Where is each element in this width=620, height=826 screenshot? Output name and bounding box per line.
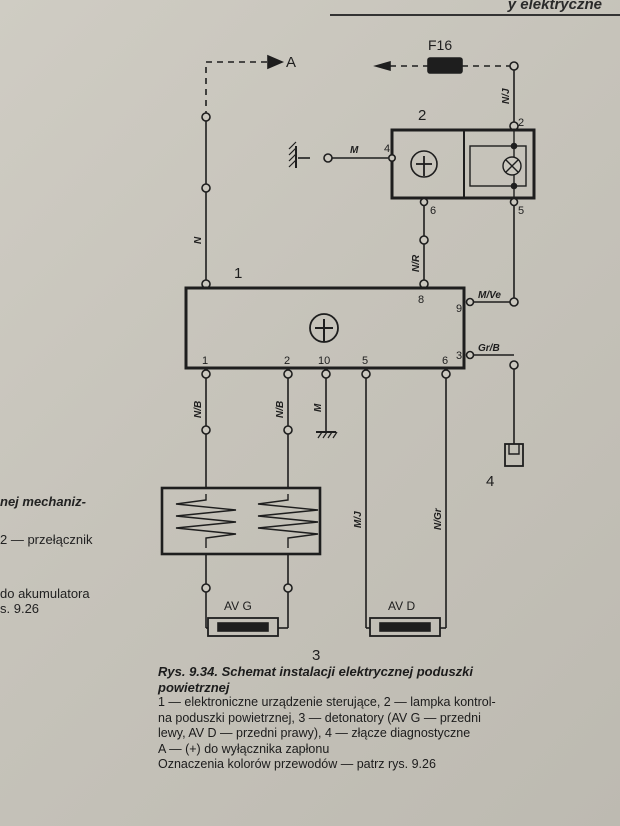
pin-label-module-3: 3 — [456, 350, 462, 362]
wire-label-m-lamp: M — [350, 145, 359, 156]
pin-label-lamp-5: 5 — [518, 205, 524, 217]
side-fragment-1: nej mechaniz- — [0, 494, 86, 509]
caption-line-5: Oznaczenia kolorów przewodów — patrz rys… — [158, 757, 436, 771]
pin-label-module-9: 9 — [456, 303, 462, 315]
component-number-2: 2 — [418, 107, 426, 124]
side-fragment-4: s. 9.26 — [0, 601, 40, 616]
side-fragment-2: 2 — przełącznik — [0, 532, 93, 547]
wire-label-n-b-1: N/B — [193, 401, 204, 418]
arrow-a-head — [267, 54, 285, 70]
pin-label-module-5: 5 — [362, 355, 368, 367]
pin-label-module-8: 8 — [418, 294, 424, 306]
detonator-label-right: AV D — [388, 599, 415, 613]
fuse-label: F16 — [428, 37, 452, 53]
component-number-4: 4 — [486, 473, 494, 490]
figure-caption: Rys. 9.34. Schemat instalacji elektryczn… — [158, 664, 608, 773]
wire-label-n: N — [193, 236, 204, 244]
header-rule — [330, 14, 620, 16]
component-number-1: 1 — [234, 265, 242, 282]
diagnostic-connector — [504, 443, 524, 467]
pin-label-module-1: 1 — [202, 355, 208, 367]
detonator-label-left: AV G — [224, 599, 252, 613]
fuse-f16 — [427, 57, 463, 74]
caption-line-2: na poduszki powietrznej, 3 — detonatory … — [158, 710, 481, 725]
lamp-transistor-symbol — [410, 150, 438, 178]
caption-title-line-2: powietrznej — [158, 679, 230, 695]
control-module-box — [184, 286, 466, 370]
arrow-fuse-head — [373, 60, 391, 72]
pin-label-lamp-6: 6 — [430, 205, 436, 217]
dashed-wire-to-a — [205, 61, 268, 117]
caption-line-1: 1 — elektroniczne urządzenie sterujące, … — [158, 695, 496, 709]
arrow-label-a: A — [286, 54, 296, 71]
caption-line-4: A — (+) do wyłącznika zapłonu — [158, 741, 330, 756]
caption-title-line-1: Rys. 9.34. Schemat instalacji elektryczn… — [158, 664, 474, 679]
pin-label-lamp-4: 4 — [384, 143, 390, 155]
wire-label-n-gr: N/Gr — [433, 507, 444, 530]
coil-left — [175, 494, 237, 548]
caption-line-3: lewy, AV D — przedni prawy), 4 — złącze … — [158, 726, 471, 740]
coil-right — [257, 494, 319, 548]
running-header: y elektryczne — [507, 0, 602, 13]
detonator-avg — [207, 617, 279, 637]
wire-label-m-ground: M — [313, 403, 324, 412]
side-fragment-3: do akumulatora — [0, 586, 90, 601]
wire-label-n-r: N/R — [411, 254, 422, 272]
wire-label-m-j: M/J — [353, 511, 364, 528]
component-number-3: 3 — [312, 647, 320, 664]
clock-spring-box — [160, 486, 322, 556]
pin-label-module-10: 10 — [318, 355, 330, 367]
wire-label-gr-b: Gr/B — [478, 343, 500, 354]
pin-label-module-6: 6 — [442, 355, 448, 367]
detonator-avd — [369, 617, 441, 637]
pin-label-module-2: 2 — [284, 355, 290, 367]
pin-label-lamp-2: 2 — [518, 117, 524, 129]
wire-label-m-ive: M/Ve — [478, 290, 501, 301]
wire-label-n-j: N/J — [501, 88, 512, 104]
wire-label-n-b-2: N/B — [275, 401, 286, 418]
wire-m-ive — [470, 206, 515, 303]
